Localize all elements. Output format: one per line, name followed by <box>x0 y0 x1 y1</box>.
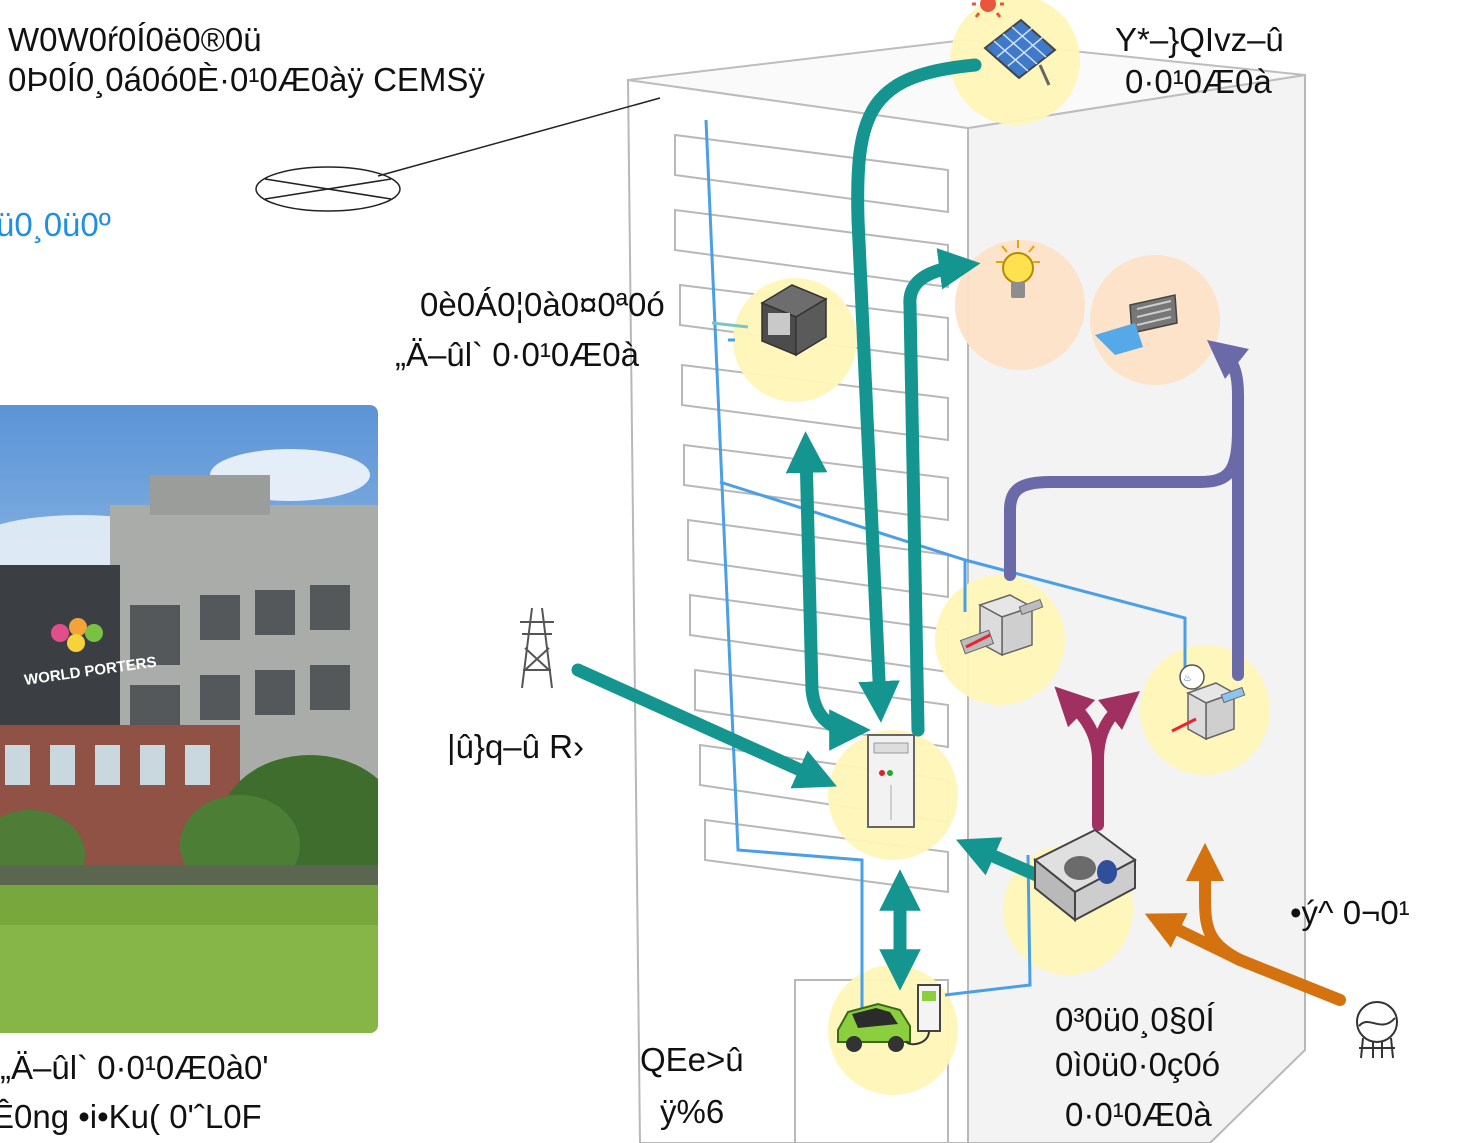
cems-title-line1: W0W0ŕ0Í0ë0®0ü <box>8 21 262 58</box>
solar-label-line2: 0·0¹0Æ0à <box>1125 63 1272 100</box>
node-lighting <box>955 240 1085 370</box>
gas-flow-arrows <box>1144 842 1346 1006</box>
ev-label-line1: QEe>û <box>640 1041 744 1078</box>
battery-icon <box>760 284 828 357</box>
charger-icon <box>905 984 941 1046</box>
cems-controller-symbol <box>255 166 401 212</box>
accent-label: ü0¸0ü0º <box>0 206 111 243</box>
ev-label-line2: ÿ%6 <box>660 1093 725 1130</box>
cogen-label-line3: 0·0¹0Æ0à <box>1065 1096 1212 1133</box>
heat-flow-arrows <box>1004 340 1249 681</box>
grid-power-label: |û}q–û R› <box>447 728 584 765</box>
storage-label-line2: „Ä–ûl` 0·0¹0Æ0à <box>395 336 639 373</box>
photo-caption-line2: Ê0ng •i•Ku( 0'ˆL0F <box>0 1098 262 1135</box>
storage-label-line1: 0è0Á0¦0à0¤0ª0ó <box>420 286 665 323</box>
light-bulb-icon <box>996 240 1040 298</box>
sun-icon <box>972 0 1004 18</box>
gas-tank-icon <box>1356 1001 1398 1059</box>
svg-text:♨: ♨ <box>1183 673 1192 684</box>
gas-label: •ý^ 0¬0¹ <box>1290 894 1410 931</box>
building-photo: WORLD PORTERS <box>0 405 378 1033</box>
solar-label-line1: Y*–}QIvz–û <box>1115 21 1284 58</box>
cogen-label-line1: 0³0ü0¸0§0Í <box>1055 1001 1215 1038</box>
heat-pump-icon <box>959 594 1044 657</box>
distribution-panel-icon <box>867 734 915 828</box>
photo-caption-line1: „Ä–ûl` 0·0¹0Æ0à0' <box>0 1049 269 1086</box>
electric-flow-arrows <box>571 58 1055 991</box>
solar-panel-icon <box>983 18 1057 86</box>
exhaust-heat-arrows <box>1054 686 1140 831</box>
absorption-chiller-icon: ♨ <box>1171 664 1246 741</box>
cems-title-line2: 0Þ0Í0¸0á0ó0È·0¹0Æ0àÿ CEMSÿ <box>8 61 485 98</box>
transmission-tower-icon <box>520 607 554 689</box>
generator-icon <box>1033 828 1137 923</box>
air-outlet-icon <box>1095 294 1178 355</box>
cogen-label-line2: 0ì0ü0·0ç0ó <box>1055 1046 1221 1083</box>
electric-car-icon <box>837 1002 911 1052</box>
